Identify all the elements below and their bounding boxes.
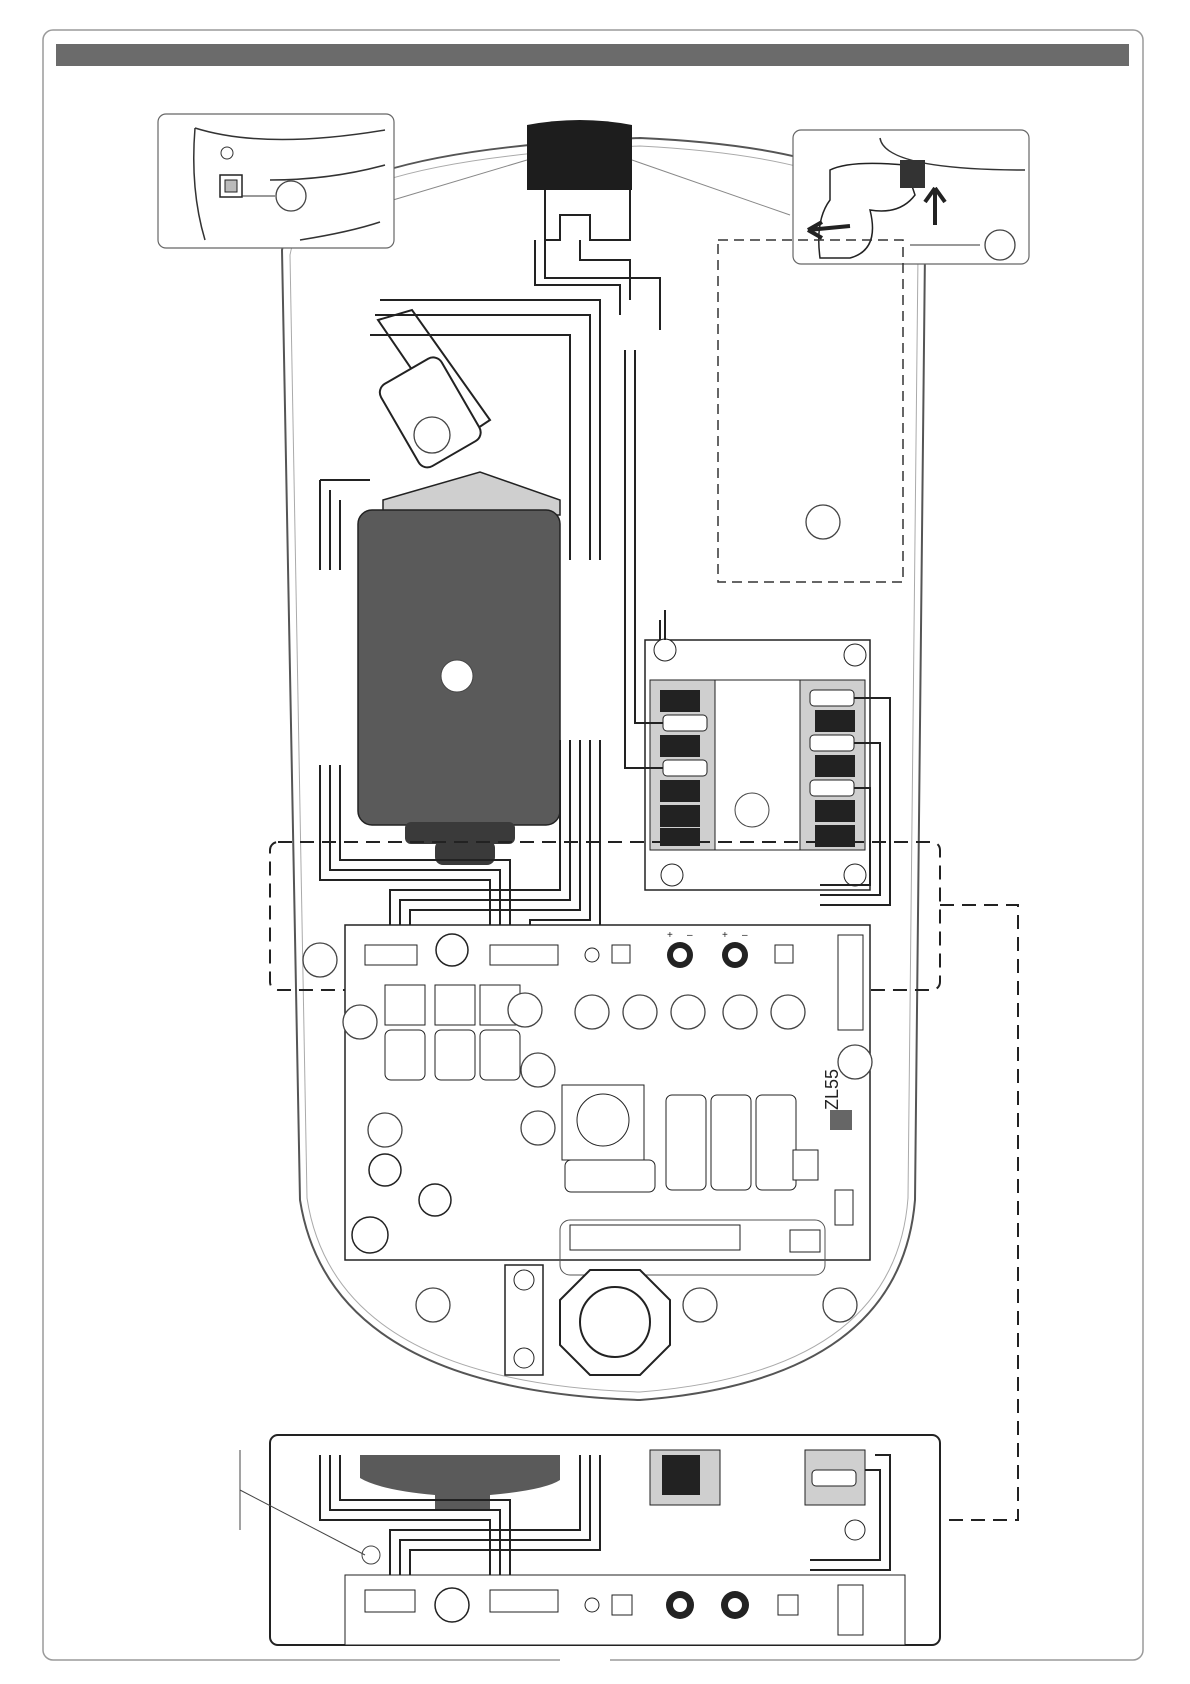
control-board xyxy=(345,925,870,1275)
page-frame xyxy=(43,30,1143,1660)
motor xyxy=(320,472,600,940)
inset-detail-right xyxy=(793,130,1029,264)
trimmer-plus-1: + xyxy=(667,930,673,941)
relay-board xyxy=(625,350,890,905)
cable-gland xyxy=(505,1265,670,1375)
trimmer-plus-2: + xyxy=(722,930,728,941)
callout-circle xyxy=(985,230,1015,260)
bottom-detail-inset xyxy=(240,1435,940,1645)
callout-circle xyxy=(806,505,840,539)
trimmer-minus-2: – xyxy=(742,930,748,941)
inset-detail-left xyxy=(158,114,394,248)
callout-circle xyxy=(276,181,306,211)
board-model-label: ZL55 xyxy=(822,1069,842,1110)
header-bar xyxy=(56,44,1129,66)
trimmer-minus-1: – xyxy=(687,930,693,941)
top-connector xyxy=(393,120,790,330)
